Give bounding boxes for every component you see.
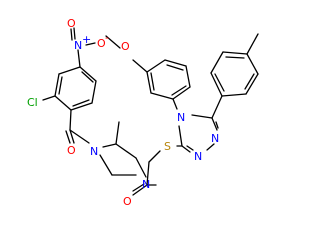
bond <box>211 95 223 119</box>
bond <box>150 72 155 91</box>
bond <box>42 95 56 101</box>
triazole-n1-label: N <box>211 132 219 145</box>
molecule-canvas: O N N N S N + O O - Cl O N N O <box>27 17 259 208</box>
bond <box>166 64 184 71</box>
tolyl-ring <box>210 51 259 119</box>
bond <box>115 121 120 145</box>
bond <box>70 28 73 41</box>
bond <box>210 51 224 74</box>
piperazine-n4-label: N <box>142 178 150 191</box>
bond <box>73 27 76 40</box>
piperazine-n1-label: N <box>90 145 98 158</box>
bond <box>72 99 90 107</box>
bond <box>81 71 94 83</box>
triazole-n2-label: N <box>194 150 202 163</box>
bond <box>171 85 187 96</box>
bond <box>181 145 191 153</box>
bond <box>69 109 72 131</box>
bond <box>222 51 248 55</box>
bond <box>150 92 174 100</box>
bond <box>85 42 96 46</box>
bond <box>210 72 223 97</box>
chlorine-label: Cl <box>27 96 38 109</box>
bond <box>191 114 213 119</box>
bond <box>115 143 137 159</box>
bond <box>146 161 150 186</box>
bond <box>246 33 259 55</box>
bond <box>185 65 191 88</box>
bond <box>91 80 97 104</box>
bond <box>54 95 72 111</box>
benzoyl-oxygen-label: O <box>67 144 76 157</box>
bond <box>244 73 255 90</box>
thioether-sulfur-label: S <box>164 140 171 153</box>
bond <box>99 154 113 176</box>
bond <box>65 130 71 144</box>
bond <box>178 125 183 147</box>
nitro-charge-minus: - <box>105 31 109 44</box>
bond <box>135 157 147 178</box>
bond <box>172 86 191 100</box>
triazole-ring <box>172 98 219 153</box>
bond <box>58 76 63 95</box>
bond <box>132 183 145 192</box>
methoxy-oxygen-label: O <box>121 40 130 53</box>
bond <box>186 145 194 151</box>
bond <box>105 35 121 49</box>
acetyl-oxygen-label: O <box>123 195 132 208</box>
nitro-oxygen-side-label: O <box>97 37 106 50</box>
bond <box>146 71 152 94</box>
bond <box>221 93 247 97</box>
bond <box>102 143 117 148</box>
bond <box>77 49 81 68</box>
bond <box>206 143 215 151</box>
bond <box>132 59 148 73</box>
bond <box>214 73 225 92</box>
bond <box>54 73 60 97</box>
bond <box>146 59 166 73</box>
triazole-n4-label: N <box>177 111 185 124</box>
chloronitrophenyl-ring <box>54 66 97 111</box>
bond <box>148 150 161 163</box>
bond <box>246 53 259 75</box>
nitro-charge-plus: + <box>82 33 91 46</box>
piperazine-ring <box>99 143 157 186</box>
bond <box>69 129 90 144</box>
bond <box>132 184 148 196</box>
bond <box>245 73 259 95</box>
bond <box>70 102 93 111</box>
bond <box>215 121 219 129</box>
nitro-oxygen-top-label: O <box>67 17 76 30</box>
bond <box>164 59 187 67</box>
bond <box>172 98 178 110</box>
bond <box>79 66 97 82</box>
bond <box>225 56 245 59</box>
molecule-diagram: O N N N S N + O O - Cl O N N O <box>27 17 259 208</box>
bond <box>211 117 218 131</box>
methoxyphenyl-ring <box>146 59 191 100</box>
nitro-nitrogen-label: N <box>74 39 82 52</box>
bond <box>69 129 75 144</box>
bond <box>58 66 81 75</box>
